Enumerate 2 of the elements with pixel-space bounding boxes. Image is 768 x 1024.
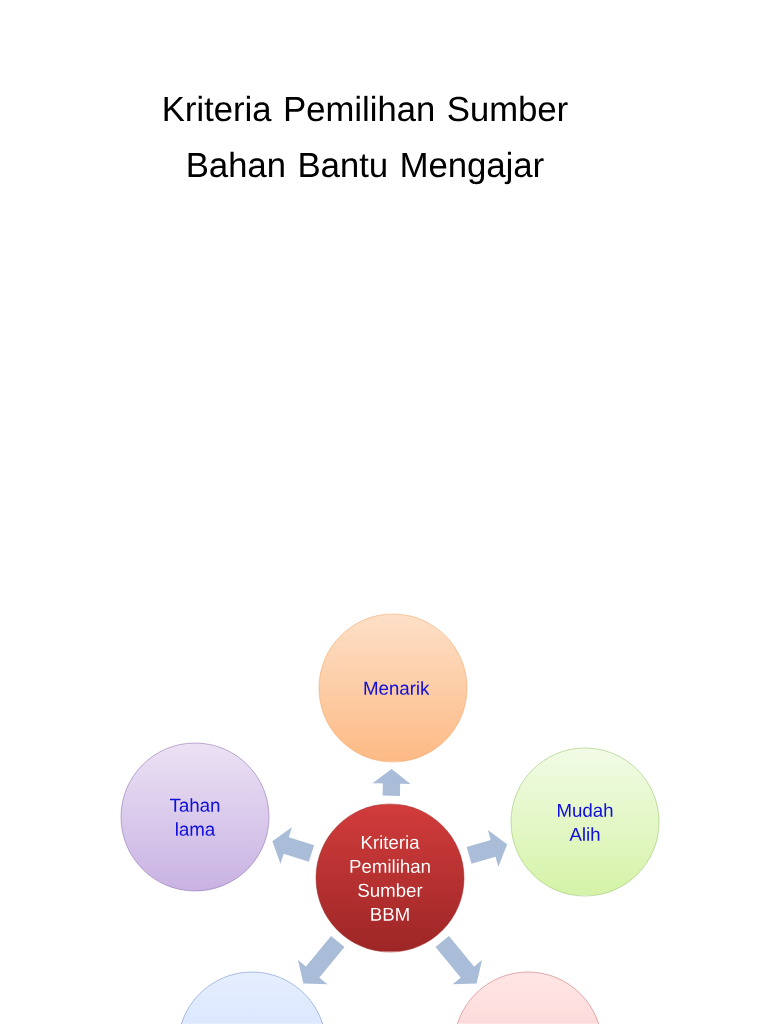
title: Kriteria Pemilihan Sumber Bahan Bantu Mengajar	[164, 95, 568, 185]
block-arrow	[435, 936, 483, 985]
